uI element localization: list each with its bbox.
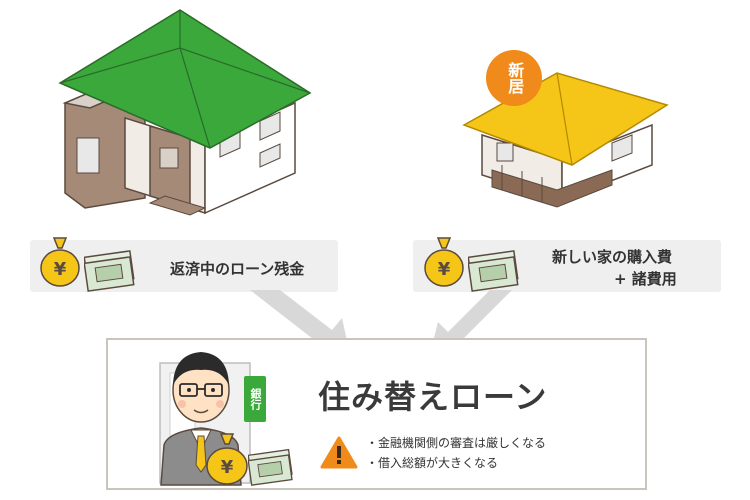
warning-icon bbox=[320, 436, 358, 469]
svg-text:¥: ¥ bbox=[54, 259, 67, 280]
new-home-cost-label-line2: + 諸費用 bbox=[614, 270, 677, 288]
svg-text:¥: ¥ bbox=[221, 457, 234, 478]
banknote-stack-icon bbox=[84, 250, 135, 292]
money-bag-icon: ¥ bbox=[424, 237, 464, 287]
remaining-loan-label-box bbox=[30, 240, 338, 292]
money-bag-icon: ¥ bbox=[40, 237, 80, 287]
remaining-loan-label: 返済中のローン残金 bbox=[170, 260, 305, 278]
new-home-cost-label-line1: 新しい家の購入費 bbox=[552, 248, 673, 266]
new-house-illustration bbox=[462, 72, 669, 208]
banknote-stack-icon bbox=[468, 250, 519, 292]
banknote-stack-icon bbox=[248, 448, 293, 486]
caution-note-1: ・金融機関側の審査は厳しくなる bbox=[366, 436, 547, 450]
new-home-badge: 新居 bbox=[486, 50, 542, 106]
caution-note-2: ・借入総額が大きくなる bbox=[366, 456, 499, 470]
bank-sign: 銀行 bbox=[244, 376, 266, 422]
replacement-loan-title: 住み替えローン bbox=[318, 378, 548, 416]
current-house-illustration bbox=[58, 9, 312, 216]
money-bag-icon: ¥ bbox=[206, 433, 248, 485]
svg-text:¥: ¥ bbox=[438, 259, 451, 280]
new-home-cost-label-box bbox=[413, 240, 721, 292]
